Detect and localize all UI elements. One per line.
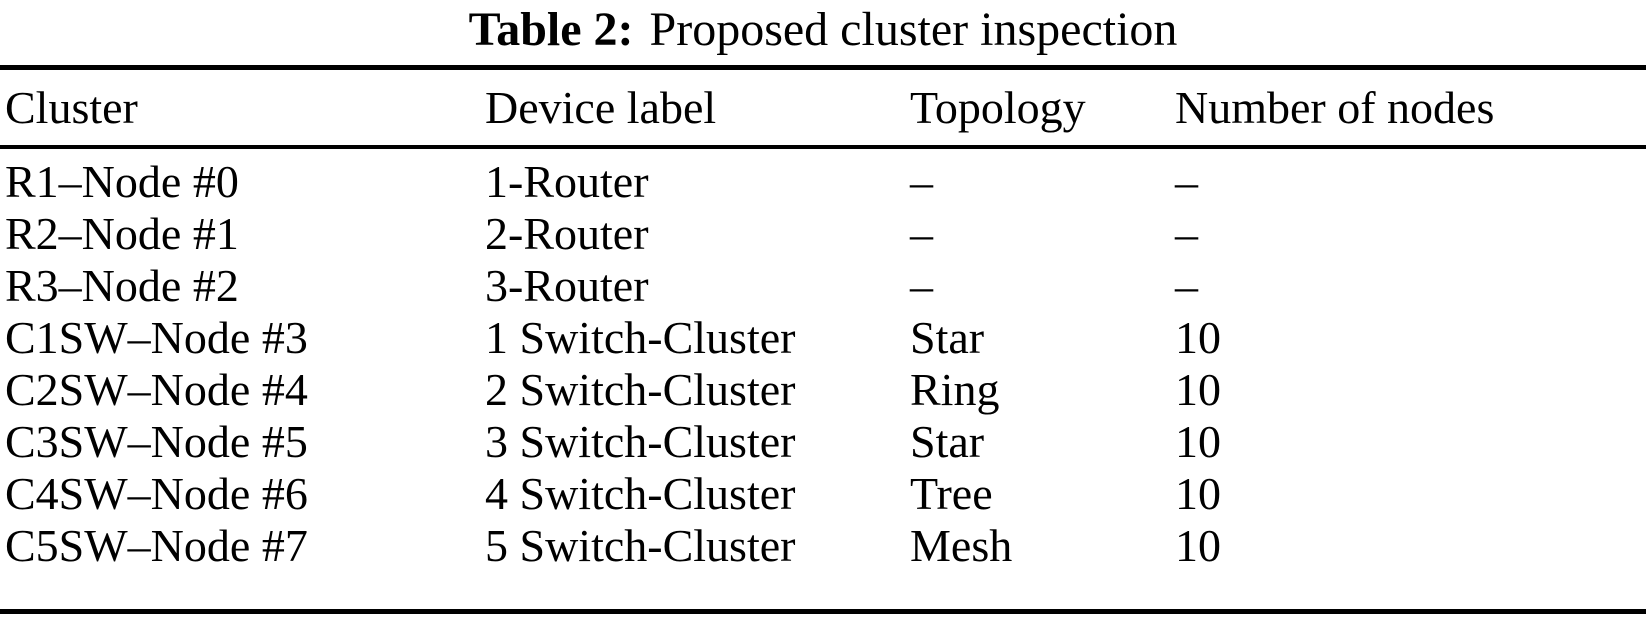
cell-cluster: C3SW–Node #5 bbox=[5, 416, 308, 467]
cell-device-label: 2 Switch-Cluster bbox=[485, 364, 796, 415]
cell-topology: Star bbox=[910, 312, 985, 363]
table-top-rule bbox=[0, 65, 1646, 70]
cell-nodes: – bbox=[1175, 260, 1198, 311]
table-caption: Table 2: Proposed cluster inspection bbox=[0, 0, 1646, 65]
cell-device-label: 4 Switch-Cluster bbox=[485, 468, 796, 519]
table-row: C3SW–Node #5 3 Switch-Cluster Star 10 bbox=[0, 416, 1646, 468]
table-row: C4SW–Node #6 4 Switch-Cluster Tree 10 bbox=[0, 468, 1646, 520]
table-header-row: Cluster Device label Topology Number of … bbox=[0, 70, 1646, 145]
cell-nodes: 10 bbox=[1175, 520, 1221, 571]
cell-nodes: 10 bbox=[1175, 468, 1221, 519]
table-row: C1SW–Node #3 1 Switch-Cluster Star 10 bbox=[0, 312, 1646, 364]
cell-cluster: R3–Node #2 bbox=[5, 260, 239, 311]
cell-nodes: – bbox=[1175, 208, 1198, 259]
cell-nodes: 10 bbox=[1175, 364, 1221, 415]
header-topology: Topology bbox=[910, 82, 1086, 133]
table-body: R1–Node #0 1-Router – – R2–Node #1 2-Rou… bbox=[0, 149, 1646, 609]
table-row: R2–Node #1 2-Router – – bbox=[0, 208, 1646, 260]
table-row: R3–Node #2 3-Router – – bbox=[0, 260, 1646, 312]
cell-topology: Tree bbox=[910, 468, 993, 519]
header-cluster: Cluster bbox=[5, 82, 138, 133]
cell-nodes: 10 bbox=[1175, 416, 1221, 467]
cell-cluster: C2SW–Node #4 bbox=[5, 364, 308, 415]
table-row: C5SW–Node #7 5 Switch-Cluster Mesh 10 bbox=[0, 520, 1646, 572]
table-caption-text: Proposed cluster inspection bbox=[649, 3, 1178, 56]
cell-device-label: 5 Switch-Cluster bbox=[485, 520, 796, 571]
header-device-label: Device label bbox=[485, 82, 717, 133]
cell-topology: Ring bbox=[910, 364, 1000, 415]
cell-device-label: 1-Router bbox=[485, 156, 649, 207]
cell-device-label: 3-Router bbox=[485, 260, 649, 311]
cell-topology: – bbox=[910, 208, 933, 259]
cell-device-label: 2-Router bbox=[485, 208, 649, 259]
cell-cluster: C4SW–Node #6 bbox=[5, 468, 308, 519]
cell-nodes: 10 bbox=[1175, 312, 1221, 363]
cell-topology: Mesh bbox=[910, 520, 1013, 571]
table-caption-label: Table 2: bbox=[468, 3, 634, 56]
cell-cluster: R2–Node #1 bbox=[5, 208, 239, 259]
table-row: C2SW–Node #4 2 Switch-Cluster Ring 10 bbox=[0, 364, 1646, 416]
cell-nodes: – bbox=[1175, 156, 1198, 207]
cell-topology: – bbox=[910, 156, 933, 207]
table-header-rule bbox=[0, 145, 1646, 149]
cell-cluster: C5SW–Node #7 bbox=[5, 520, 308, 571]
cell-device-label: 3 Switch-Cluster bbox=[485, 416, 796, 467]
cell-topology: Star bbox=[910, 416, 985, 467]
cell-cluster: C1SW–Node #3 bbox=[5, 312, 308, 363]
table-bottom-rule bbox=[0, 609, 1646, 614]
header-number-of-nodes: Number of nodes bbox=[1175, 82, 1495, 133]
cell-cluster: R1–Node #0 bbox=[5, 156, 239, 207]
table-row: R1–Node #0 1-Router – – bbox=[0, 156, 1646, 208]
cell-topology: – bbox=[910, 260, 933, 311]
cell-device-label: 1 Switch-Cluster bbox=[485, 312, 796, 363]
